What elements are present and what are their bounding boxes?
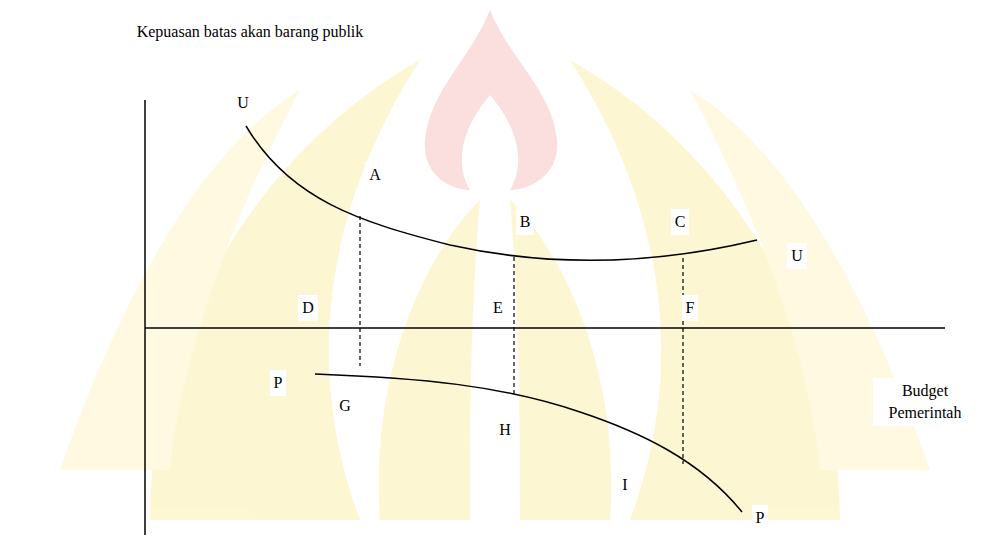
watermark xyxy=(60,10,930,520)
curve-label: U xyxy=(787,243,807,269)
u-curve xyxy=(246,126,757,261)
axis-label: Kepuasan batas akan barang publik xyxy=(126,19,374,45)
point-label: D xyxy=(298,295,318,321)
point-label: E xyxy=(489,295,507,321)
curve-label: P xyxy=(270,370,287,396)
point-label: A xyxy=(365,162,385,188)
axes xyxy=(145,100,945,535)
axis-label: Budget Pemerintah xyxy=(873,378,977,425)
point-label: F xyxy=(682,295,699,321)
dashed-lines xyxy=(360,216,683,464)
p-curve xyxy=(315,374,742,512)
curve-label: U xyxy=(233,90,253,116)
point-label: G xyxy=(335,393,355,419)
point-label: H xyxy=(495,417,515,443)
point-label: B xyxy=(516,209,535,235)
point-label: C xyxy=(671,209,690,235)
point-label: I xyxy=(618,472,631,498)
curve-label: P xyxy=(752,505,769,531)
